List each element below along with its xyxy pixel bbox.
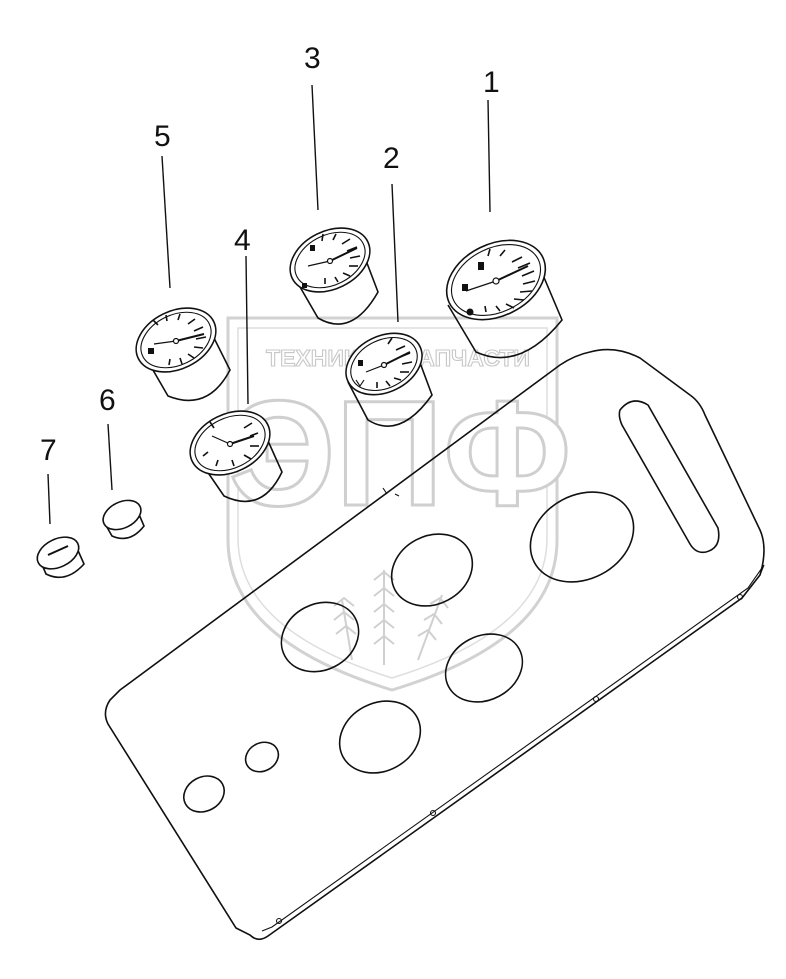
callout-7: 7 [40, 434, 57, 467]
panel-hole-1 [529, 491, 635, 583]
panel-hole-5 [338, 700, 422, 774]
panel-hole-7 [183, 775, 225, 813]
gauge-5 [135, 307, 231, 402]
callout-5: 5 [154, 120, 171, 153]
callout-2: 2 [383, 142, 400, 175]
gauge-4-scale [202, 421, 259, 467]
panel-hole-2 [390, 533, 474, 607]
watermark-shield [226, 316, 559, 692]
edge-hole [429, 809, 437, 817]
watermark: ТЕХНИКА И ЗАПЧАСТИ ЭПФ [226, 316, 573, 692]
gauge-1-symbol-icon [478, 262, 484, 270]
panel-hole-6 [244, 741, 280, 773]
panel-mark [382, 487, 400, 497]
instrument-panel-plate [104, 348, 765, 941]
gauge-5-scale [152, 313, 207, 366]
watermark-wheat-icon [333, 570, 449, 665]
panel-hole-3 [280, 601, 360, 673]
watermark-logo-text: ЭПФ [229, 369, 572, 537]
gauge-1 [445, 239, 563, 359]
gauge-3 [289, 227, 379, 325]
plug-7 [36, 536, 85, 579]
gauge-4 [189, 410, 283, 503]
gauge-2 [345, 332, 433, 427]
callout-6: 6 [99, 384, 116, 417]
panel-hole-4 [444, 633, 524, 703]
gauge-3-scale [321, 233, 361, 284]
plug-6 [102, 499, 145, 540]
edge-hole [275, 917, 283, 925]
callout-4: 4 [234, 224, 251, 257]
callout-3: 3 [304, 42, 321, 75]
gauge-1-scale [484, 248, 536, 313]
panel-slot [618, 400, 720, 554]
callout-leaders [47, 84, 491, 525]
watermark-shield-inner [237, 327, 548, 679]
edge-hole [736, 593, 744, 601]
callout-1: 1 [483, 66, 500, 99]
edge-hole [592, 695, 600, 703]
